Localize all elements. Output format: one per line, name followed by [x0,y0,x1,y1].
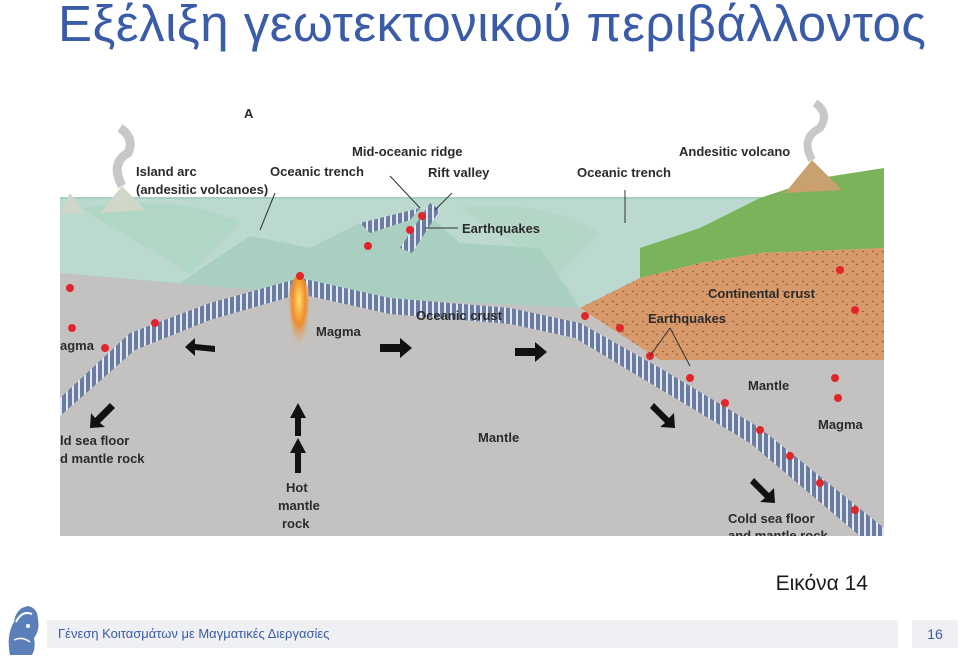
label-mantle-hot: mantle [278,498,320,513]
slab-right [300,278,884,536]
label-panel-letter: A [244,106,254,121]
right-arrow-1 [380,338,412,358]
footer-bar [47,620,898,648]
label-earthquakes-top: Earthquakes [462,221,540,236]
footer-text: Γένεση Κοιτασμάτων με Μαγματικές Διεργασ… [58,626,330,641]
label-rift-valley: Rift valley [428,165,490,180]
down-right-arrow-1 [650,403,675,428]
up-arrow-1 [290,403,306,436]
label-mid-oceanic-ridge: Mid-oceanic ridge [352,144,463,159]
label-cold-right-2: and mantle rock [728,528,828,536]
left-arrow [185,338,215,356]
earthquake-markers [66,212,859,514]
label-mantle-center: Mantle [478,430,519,445]
figure-caption: Εικόνα 14 [775,572,868,595]
convection-arrows [90,338,775,503]
label-andesitic-volcano: Andesitic volcano [679,144,790,159]
label-magma-left: agma [60,338,95,353]
athena-logo-icon [2,600,42,660]
down-left-arrow [90,403,115,428]
label-island-arc: Island arc [136,164,197,179]
label-cold-left-2: d mantle rock [60,451,145,466]
label-rock-hot: rock [282,516,310,531]
continent-vegetation [640,168,884,278]
continental-crust-area [580,248,884,360]
page-title: Εξέλιξη γεωτεκτονικού περιβάλλοντος [58,0,927,52]
label-hot: Hot [286,480,308,495]
label-oceanic-crust: Oceanic crust [416,308,503,323]
magma-plume [288,275,310,358]
slab-left [60,278,300,416]
label-magma-right: Magma [818,417,864,432]
right-arrow-2 [515,342,547,362]
page-number: 16 [912,620,958,648]
label-magma-center: Magma [316,324,362,339]
label-oceanic-trench-left: Oceanic trench [270,164,364,179]
label-cold-left-1: ld sea floor [60,433,129,448]
label-cold-right-1: Cold sea floor [728,511,815,526]
diagram-svg: A Island arc (andesitic volcanoes) Ocean… [60,99,884,536]
label-andesitic-volcanoes: (andesitic volcanoes) [136,182,268,197]
label-oceanic-trench-right: Oceanic trench [577,165,671,180]
down-right-arrow-2 [750,478,775,503]
label-continental-crust: Continental crust [708,286,816,301]
up-arrow-2 [290,438,306,473]
label-mantle-right: Mantle [748,378,789,393]
label-earthquakes-right: Earthquakes [648,311,726,326]
plate-tectonics-diagram: A Island arc (andesitic volcanoes) Ocean… [60,98,884,536]
